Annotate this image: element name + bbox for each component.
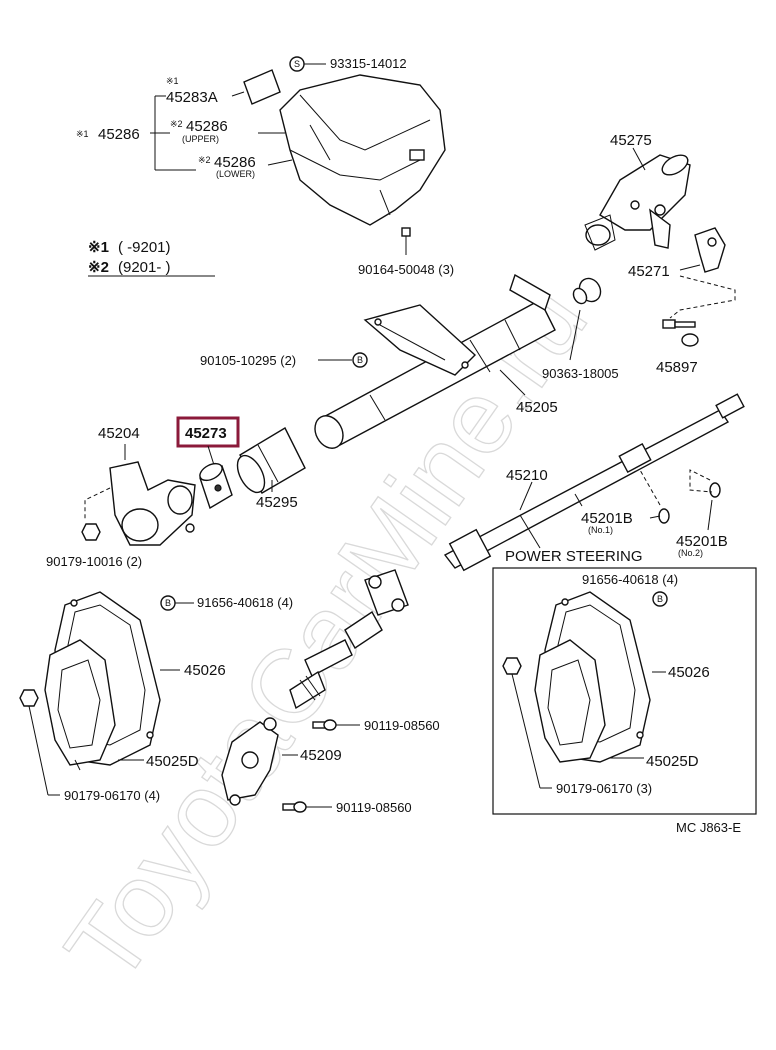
svg-text:※2: ※2 bbox=[88, 259, 109, 276]
column-tube-45205[interactable] bbox=[310, 273, 556, 453]
bracket-45271[interactable] bbox=[694, 227, 726, 273]
power-steering-frame bbox=[492, 567, 757, 815]
boot-45025d-left[interactable] bbox=[44, 639, 116, 771]
svg-text:※1: ※1 bbox=[88, 239, 109, 256]
part-45201b-1-sub: (No.1) bbox=[588, 525, 613, 535]
shaft-45210[interactable] bbox=[443, 393, 745, 572]
part-45275[interactable]: 45275 bbox=[610, 132, 652, 149]
leader-45271 bbox=[669, 275, 736, 319]
group-bracket-45286 bbox=[150, 91, 293, 171]
part-91656-right[interactable]: 91656-40618 (4) bbox=[582, 572, 678, 587]
svg-text:B: B bbox=[165, 598, 171, 608]
bearing-90363[interactable] bbox=[571, 275, 605, 306]
part-45025d-right[interactable]: 45025D bbox=[646, 753, 699, 770]
leader-45204 bbox=[84, 487, 111, 520]
label-tag-45283a bbox=[243, 69, 281, 105]
part-45201b-2[interactable]: 45201B bbox=[676, 533, 728, 550]
mark-45286-upper: ※2 bbox=[170, 119, 183, 129]
part-90179a[interactable]: 90179-10016 (2) bbox=[46, 554, 142, 569]
power-steering-title: POWER STEERING bbox=[505, 548, 643, 565]
mark-45283a: ※1 bbox=[166, 76, 179, 86]
symbol-b-3: B bbox=[652, 591, 668, 607]
part-45295[interactable]: 45295 bbox=[256, 494, 298, 511]
lock-housing-45275[interactable] bbox=[584, 151, 691, 251]
symbol-s: S bbox=[289, 56, 305, 72]
leader-45201b-2 bbox=[689, 469, 713, 493]
part-45286-lower[interactable]: 45286 bbox=[214, 154, 256, 171]
bolt-90119-b[interactable] bbox=[282, 801, 307, 813]
column-cover-drawing[interactable] bbox=[279, 74, 446, 226]
mark-45286: ※1 bbox=[76, 129, 89, 139]
part-91656-left[interactable]: 91656-40618 (4) bbox=[197, 595, 293, 610]
diagram-code: MC J863-E bbox=[676, 820, 741, 835]
mark-45286-lower: ※2 bbox=[198, 155, 211, 165]
part-93315[interactable]: 93315-14012 bbox=[330, 56, 407, 71]
part-45210[interactable]: 45210 bbox=[506, 467, 548, 484]
part-45897[interactable]: 45897 bbox=[656, 359, 698, 376]
svg-text:(9201- ): (9201- ) bbox=[118, 259, 171, 276]
part-90363[interactable]: 90363-18005 bbox=[542, 366, 619, 381]
part-45025d-left[interactable]: 45025D bbox=[146, 753, 199, 770]
washer-45201b-2[interactable] bbox=[709, 482, 721, 498]
legend: ※1 ( -9201) ※2 (9201- ) bbox=[88, 239, 215, 277]
boot-45025d-right[interactable] bbox=[534, 639, 606, 763]
part-45273[interactable]: 45273 bbox=[185, 425, 227, 442]
clamp-45204[interactable] bbox=[109, 461, 196, 546]
part-90164[interactable]: 90164-50048 (3) bbox=[358, 262, 454, 277]
symbol-b-1: B bbox=[352, 352, 368, 368]
bolt-90119-a[interactable] bbox=[312, 719, 337, 731]
part-45271[interactable]: 45271 bbox=[628, 263, 670, 280]
symbol-b-2: B bbox=[160, 595, 176, 611]
part-45209[interactable]: 45209 bbox=[300, 747, 342, 764]
joint-45209[interactable] bbox=[221, 717, 279, 806]
bolt-45897[interactable] bbox=[662, 319, 699, 347]
part-45286-upper[interactable]: 45286 bbox=[186, 118, 228, 135]
svg-text:B: B bbox=[357, 355, 363, 365]
sleeve-45295[interactable] bbox=[232, 427, 306, 497]
bushing-45273[interactable] bbox=[197, 460, 233, 510]
part-45201b-2-sub: (No.2) bbox=[678, 548, 703, 558]
screw-90164[interactable] bbox=[401, 227, 411, 255]
part-45286-upper-sub: (UPPER) bbox=[182, 134, 219, 144]
svg-text:B: B bbox=[657, 594, 663, 604]
part-45026-left[interactable]: 45026 bbox=[184, 662, 226, 679]
svg-text:S: S bbox=[294, 59, 300, 69]
part-90119b[interactable]: 90119-08560 bbox=[336, 800, 412, 815]
part-45205[interactable]: 45205 bbox=[516, 399, 558, 416]
part-90105[interactable]: 90105-10295 (2) bbox=[200, 353, 296, 368]
nut-90179b[interactable] bbox=[19, 689, 39, 707]
part-45026-right[interactable]: 45026 bbox=[668, 664, 710, 681]
part-90179c[interactable]: 90179-06170 (3) bbox=[556, 781, 652, 796]
svg-text:( -9201): ( -9201) bbox=[118, 239, 171, 256]
part-90179b[interactable]: 90179-06170 (4) bbox=[64, 788, 160, 803]
part-90119a[interactable]: 90119-08560 bbox=[364, 718, 440, 733]
part-45204[interactable]: 45204 bbox=[98, 425, 140, 442]
part-45201b-1[interactable]: 45201B bbox=[581, 510, 633, 527]
part-45286[interactable]: 45286 bbox=[98, 126, 140, 143]
universal-joint[interactable] bbox=[289, 569, 409, 710]
leader-45201b-1 bbox=[639, 469, 661, 506]
nut-90179c[interactable] bbox=[502, 657, 522, 675]
part-45283a[interactable]: 45283A bbox=[166, 89, 218, 106]
washer-45201b-1[interactable] bbox=[658, 508, 670, 524]
nut-90179a[interactable] bbox=[81, 523, 101, 541]
part-45286-lower-sub: (LOWER) bbox=[216, 169, 255, 179]
